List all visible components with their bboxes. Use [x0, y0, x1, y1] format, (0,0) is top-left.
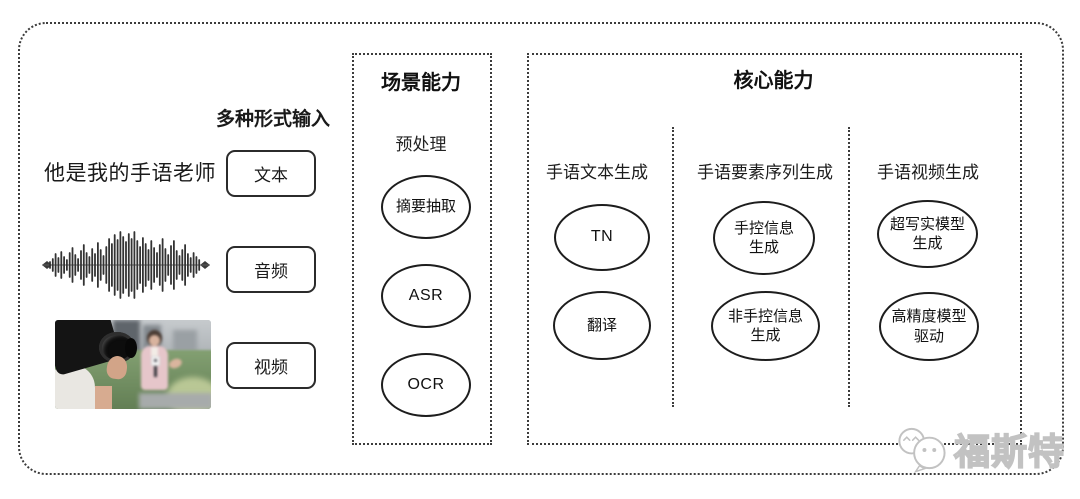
node-label: TN — [590, 228, 614, 246]
node-ocr: OCR — [381, 353, 471, 417]
video-thumbnail-image — [55, 320, 211, 409]
input-type-audio-box: 音频 — [226, 246, 316, 293]
node-summary-extraction: 摘要抽取 — [381, 175, 471, 239]
scene-capability-panel — [352, 53, 492, 445]
node-manual-info-generation: 手控信息 生成 — [713, 201, 815, 275]
node-asr: ASR — [381, 264, 471, 328]
outer-dotted-border — [18, 22, 1064, 475]
input-type-label: 音频 — [254, 262, 288, 281]
column-header-sign-text-generation: 手语文本生成 — [546, 163, 648, 182]
node-non-manual-info-generation: 非手控信息 生成 — [711, 291, 820, 361]
node-label-line: 生成 — [748, 239, 779, 256]
photo-building — [173, 330, 197, 352]
node-translation: 翻译 — [553, 291, 651, 360]
photo-cameraman-arm — [95, 386, 112, 409]
node-label: ASR — [408, 286, 444, 304]
preprocess-label: 预处理 — [395, 135, 447, 154]
node-label-line: 手控信息 — [733, 219, 794, 237]
node-label-line: 非手控信息 — [727, 307, 803, 325]
node-label-line: 驱动 — [913, 327, 944, 345]
core-column-divider — [672, 127, 674, 407]
node-label: OCR — [407, 375, 445, 393]
input-type-video-box: 视频 — [226, 342, 316, 389]
scene-panel-title: 场景能力 — [381, 72, 461, 94]
photo-microphone-handle — [154, 366, 157, 377]
watermark-text: 福斯特 — [953, 430, 1065, 473]
input-type-label: 视频 — [254, 358, 288, 377]
node-label: 翻译 — [586, 316, 617, 334]
core-column-divider — [848, 127, 850, 407]
photo-path — [139, 393, 211, 409]
node-tn: TN — [554, 204, 650, 271]
audio-waveform-icon — [42, 231, 210, 299]
node-label-line: 超写实模型 — [889, 215, 965, 233]
core-panel-title: 核心能力 — [733, 70, 814, 92]
node-label-line: 高精度模型 — [891, 308, 967, 325]
node-label: 摘要抽取 — [395, 198, 456, 216]
photo-reporter-face — [149, 335, 160, 346]
photo-reporter — [139, 330, 184, 409]
node-hyperrealistic-model-generation: 超写实模型 生成 — [877, 200, 978, 268]
photo-camera-lens-front — [125, 338, 137, 358]
input-type-text-box: 文本 — [226, 150, 316, 197]
input-section-label: 多种形式输入 — [215, 109, 330, 130]
input-type-label: 文本 — [254, 166, 288, 185]
core-capability-panel — [527, 53, 1022, 445]
sample-sentence-text: 他是我的手语老师 — [44, 162, 216, 185]
node-high-precision-model-driving: 高精度模型 驱动 — [879, 292, 979, 361]
column-header-sign-element-sequence-generation: 手语要素序列生成 — [697, 163, 833, 182]
node-label-line: 生成 — [750, 327, 781, 344]
node-label-line: 生成 — [912, 235, 943, 252]
photo-microphone-logo — [154, 359, 157, 362]
photo-reporter-hand — [167, 356, 184, 371]
mascot-logo-icon — [898, 427, 946, 473]
watermark: 福斯特 — [893, 423, 1065, 475]
column-header-sign-video-generation: 手语视频生成 — [877, 163, 979, 182]
photo-reporter-shirt — [151, 347, 158, 356]
